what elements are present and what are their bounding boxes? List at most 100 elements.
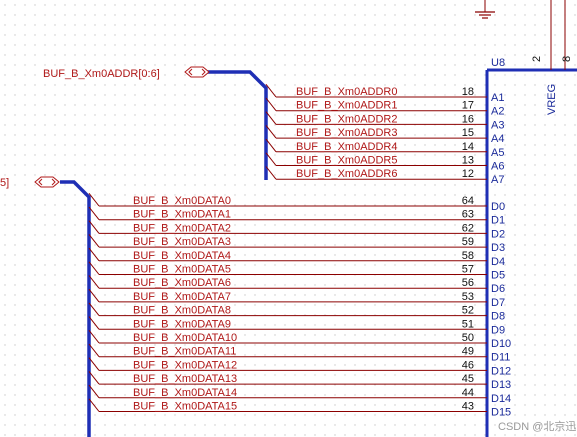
grid-dot [34,194,36,196]
grid-dot [224,84,226,86]
grid-dot [64,64,66,66]
grid-dot [404,174,406,176]
grid-dot [124,414,126,416]
grid-dot [464,144,466,146]
grid-dot [164,434,166,436]
grid-dot [154,384,156,386]
grid-dot [174,144,176,146]
grid-dot [174,224,176,226]
grid-dot [234,424,236,426]
grid-dot [304,284,306,286]
grid-dot [84,354,86,356]
grid-dot [184,24,186,26]
grid-dot [394,104,396,106]
grid-dot [24,394,26,396]
grid-dot [494,214,496,216]
grid-dot [4,324,6,326]
grid-dot [4,304,6,306]
grid-dot [124,264,126,266]
grid-dot [564,394,566,396]
grid-dot [324,374,326,376]
grid-dot [474,114,476,116]
grid-dot [224,24,226,26]
grid-dot [354,294,356,296]
grid-dot [454,334,456,336]
grid-dot [504,154,506,156]
grid-dot [364,374,366,376]
grid-dot [44,124,46,126]
net-label: BUF_B_Xm0ADDR2 [296,113,397,125]
grid-dot [444,34,446,36]
grid-dot [254,434,256,436]
grid-dot [534,14,536,16]
grid-dot [364,14,366,16]
grid-dot [374,184,376,186]
grid-dot [134,334,136,336]
grid-dot [344,104,346,106]
grid-dot [334,234,336,236]
grid-dot [74,414,76,416]
grid-dot [484,44,486,46]
grid-dot [214,424,216,426]
grid-dot [314,254,316,256]
grid-dot [334,144,336,146]
grid-dot [354,224,356,226]
grid-dot [424,284,426,286]
grid-dot [504,304,506,306]
grid-dot [224,44,226,46]
grid-dot [194,224,196,226]
grid-dot [204,354,206,356]
grid-dot [94,434,96,436]
grid-dot [24,114,26,116]
grid-dot [164,304,166,306]
grid-dot [504,404,506,406]
grid-dot [324,214,326,216]
grid-dot [224,364,226,366]
grid-dot [54,414,56,416]
grid-dot [404,184,406,186]
grid-dot [134,184,136,186]
grid-dot [154,304,156,306]
grid-dot [254,14,256,16]
grid-dot [464,364,466,366]
grid-dot [514,434,516,436]
grid-dot [134,284,136,286]
grid-dot [114,364,116,366]
grid-dot [124,364,126,366]
grid-dot [484,94,486,96]
grid-dot [234,264,236,266]
grid-dot [144,154,146,156]
grid-dot [164,144,166,146]
grid-dot [564,304,566,306]
grid-dot [394,284,396,286]
grid-dot [544,184,546,186]
grid-dot [454,244,456,246]
grid-dot [124,74,126,76]
grid-dot [184,234,186,236]
grid-dot [34,44,36,46]
grid-dot [104,224,106,226]
grid-dot [284,394,286,396]
grid-dot [304,4,306,6]
grid-dot [304,44,306,46]
grid-dot [334,284,336,286]
grid-dot [74,284,76,286]
grid-dot [574,164,576,166]
grid-dot [314,104,316,106]
grid-dot [274,84,276,86]
grid-dot [314,414,316,416]
grid-dot [314,94,316,96]
grid-dot [344,224,346,226]
grid-dot [554,404,556,406]
grid-dot [534,4,536,6]
bus-entry [88,192,100,207]
grid-dot [94,154,96,156]
pin-name: A2 [491,106,504,118]
grid-dot [414,224,416,226]
grid-dot [64,124,66,126]
grid-dot [4,204,6,206]
grid-dot [214,54,216,56]
grid-dot [564,364,566,366]
grid-dot [534,134,536,136]
